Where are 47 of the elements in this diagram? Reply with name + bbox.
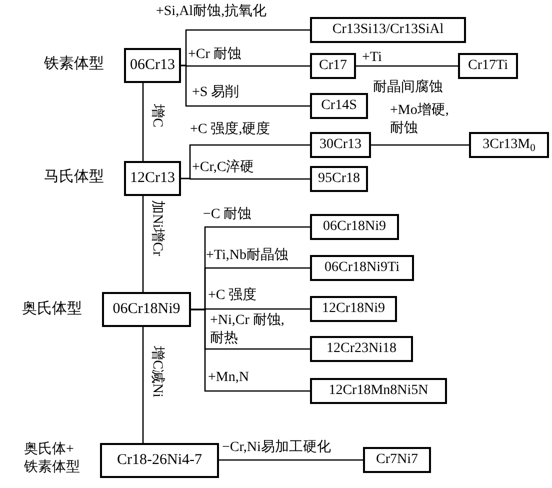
edge-label: +Ni,Cr 耐蚀,耐热 <box>210 312 286 347</box>
grade-box: Cr7Ni7 <box>363 447 431 473</box>
connector-line <box>181 178 310 180</box>
edge-label: +Ti,Nb耐晶蚀 <box>206 247 288 264</box>
grade-box: 30Cr13 <box>310 132 371 158</box>
connector-line <box>142 196 144 292</box>
grade-box: Cr18-26Ni4-7 <box>100 443 219 478</box>
grade-box: 12Cr23Ni18 <box>310 336 413 362</box>
grade-box: 12Cr18Ni9 <box>310 296 397 322</box>
edge-label: 加Ni增Cr <box>148 200 166 256</box>
edge-label: +Mn,N <box>208 369 249 386</box>
grade-box: 95Cr18 <box>310 166 368 192</box>
edge-label: −Cr,Ni易加工硬化 <box>222 439 331 456</box>
connector-line <box>191 308 310 392</box>
grade-box: 06Cr13 <box>124 48 181 83</box>
edge-label: +C 强度 <box>208 287 257 304</box>
connector-line <box>219 459 363 461</box>
grade-box: 12Cr13 <box>124 161 181 196</box>
grade-box: Cr17Ti <box>458 53 518 79</box>
edge-label: +Cr 耐蚀 <box>188 46 242 64</box>
grade-box: 3Cr13M$_{0}$ <box>469 132 549 158</box>
grade-box: Cr13Si13/Cr13SiAl <box>310 17 466 43</box>
edge-label: +C 强度,硬度 <box>190 121 270 138</box>
edge-label: +Si,Al耐蚀,抗氧化 <box>156 3 267 20</box>
edge-label: +S 易削 <box>192 84 240 102</box>
grade-box: 06Cr18Ni9Ti <box>310 255 414 281</box>
connector-line <box>356 65 458 67</box>
category-label: 铁素体型 <box>44 55 105 74</box>
category-label: 马氏体型 <box>44 168 105 187</box>
edge-label: 增C <box>148 104 166 128</box>
edge-label: +Ti <box>362 49 382 66</box>
edge-label: −C 耐蚀 <box>203 206 252 224</box>
grade-box: 12Cr18Mn8Ni5N <box>310 378 447 404</box>
grade-box: Cr14S <box>310 93 368 119</box>
edge-label: 增C减Ni <box>148 346 166 398</box>
grade-box: Cr17 <box>310 53 356 79</box>
connector-line <box>181 64 310 107</box>
connector-line <box>371 144 469 146</box>
connector-line <box>142 327 144 443</box>
category-label: 奥氏体型 <box>22 300 83 319</box>
note-label: 耐晶间腐蚀 <box>373 79 443 96</box>
grade-box: 06Cr18Ni9 <box>102 292 191 327</box>
edge-label: +Cr,C淬硬 <box>192 159 254 176</box>
grade-box: 06Cr18Ni9 <box>310 214 399 240</box>
edge-label: +Mo增硬,耐蚀 <box>390 102 450 137</box>
connector-line <box>142 83 144 161</box>
category-label: 奥氏体+铁素体型 <box>24 441 81 478</box>
